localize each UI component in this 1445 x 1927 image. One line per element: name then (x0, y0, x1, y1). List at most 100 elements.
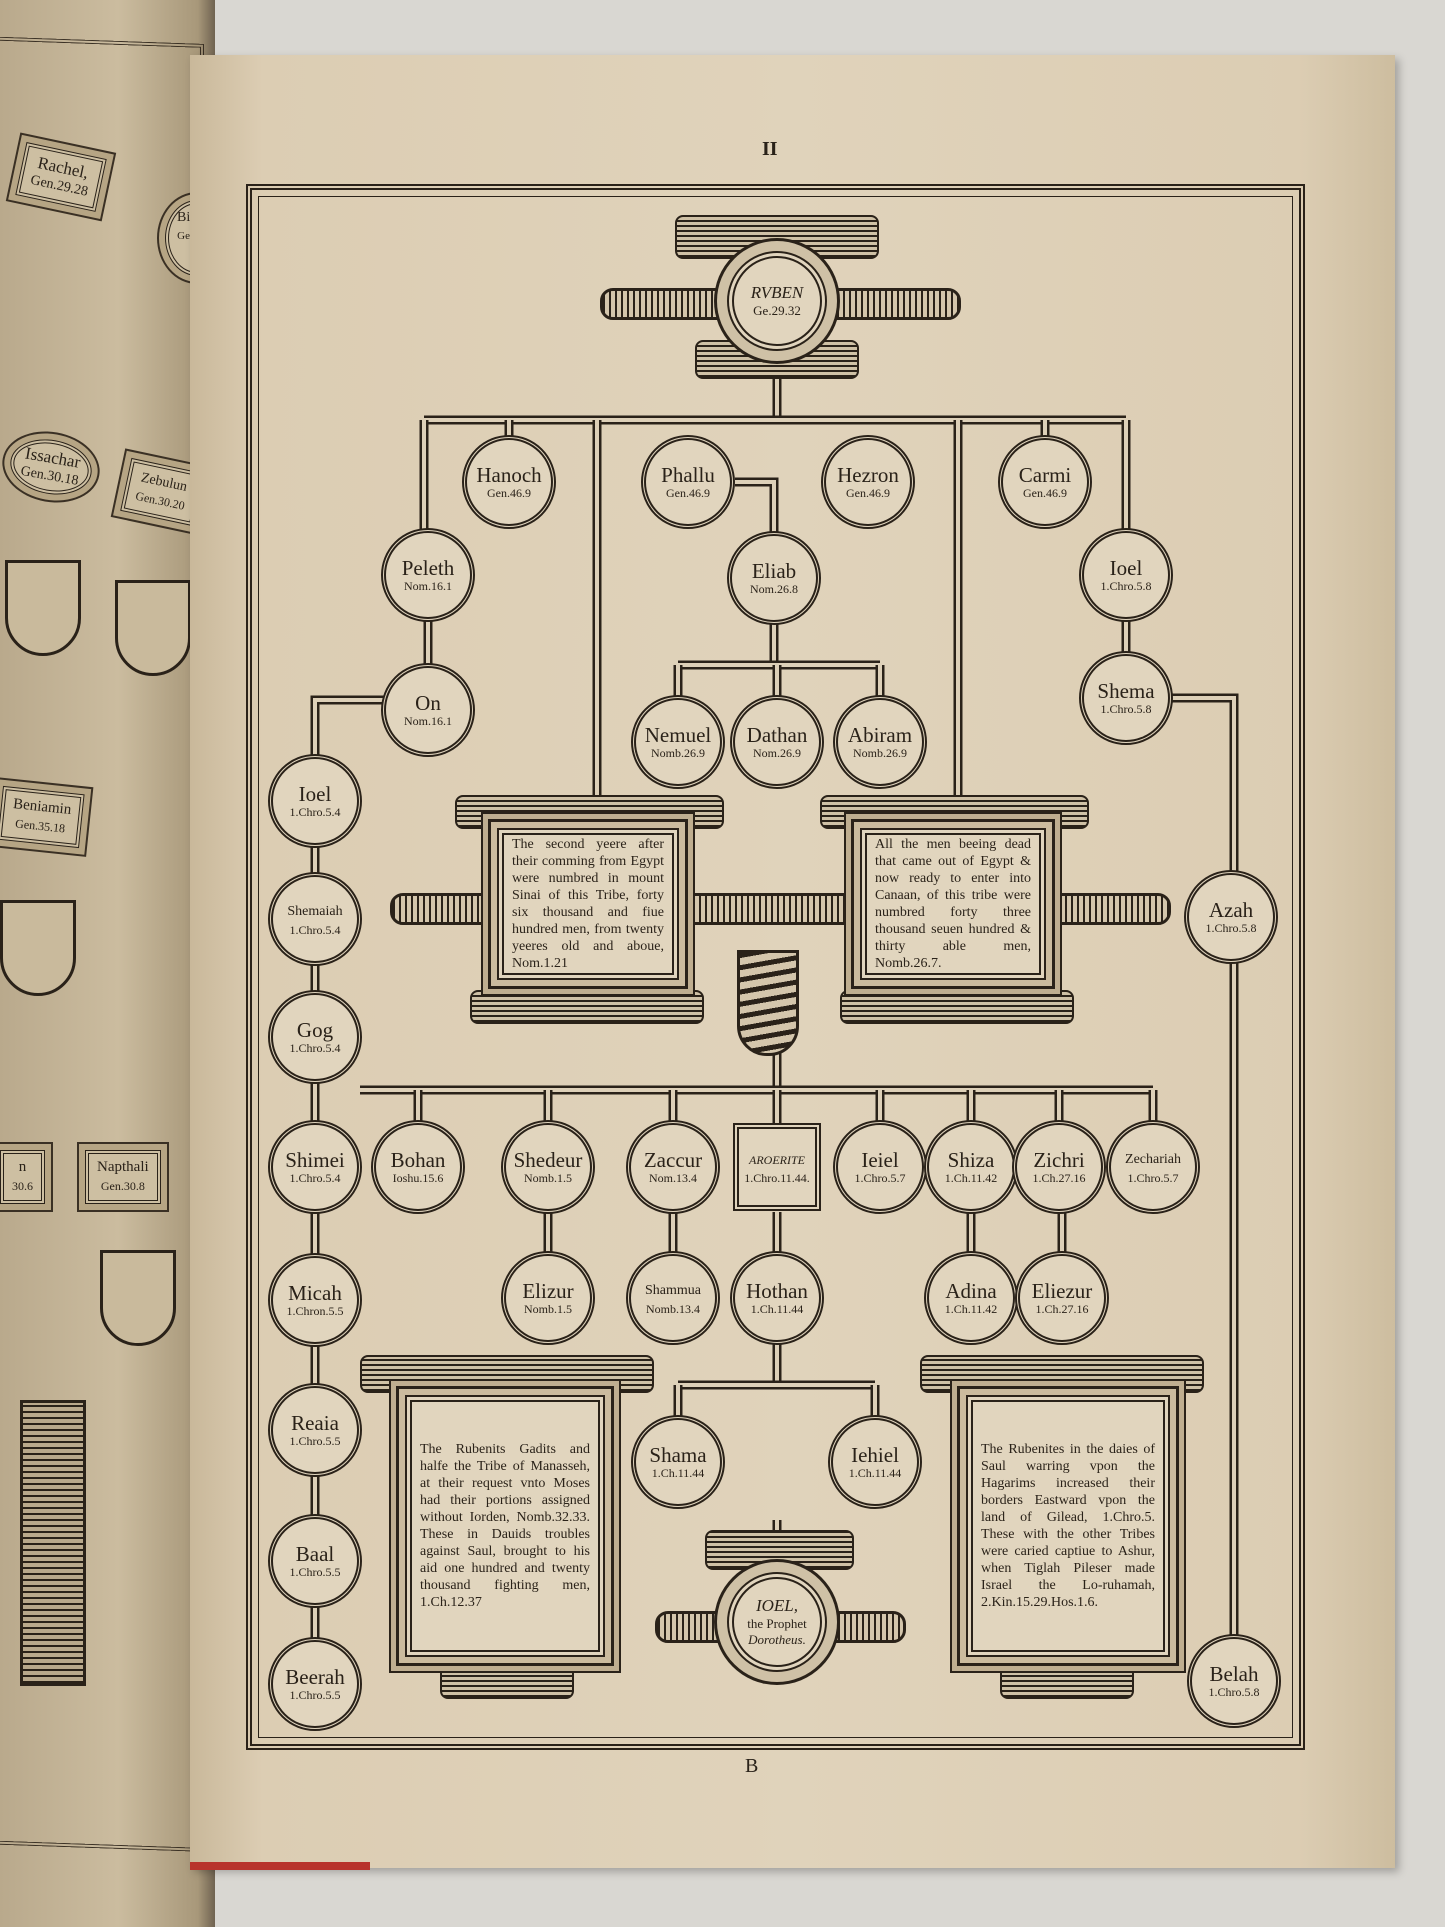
note-text: The second yeere after their comming fro… (512, 837, 664, 971)
frame-ornament-top (360, 1355, 654, 1393)
frame-ornament-bottom (470, 990, 704, 1024)
left-figure-engraving (20, 1400, 86, 1686)
person-name: Peleth (401, 556, 455, 580)
person-name: Abiram (847, 723, 913, 747)
scripture-reference: 1.Ch.11.44 (750, 1302, 804, 1316)
person-name: On (415, 691, 441, 715)
scripture-reference: 1.Chro.5.4 (289, 1171, 341, 1185)
frame-ornament-bottom (440, 1665, 574, 1699)
person-name: Reaia (291, 1411, 339, 1435)
scripture-reference: 1.Chro.5.4 (289, 805, 341, 819)
person-name: Shedeur (513, 1148, 583, 1172)
scripture-reference: 1.Ch.11.44 (848, 1466, 902, 1480)
connector-line-inner (1172, 696, 1236, 1640)
person-name: AROERITE (749, 1153, 805, 1167)
note-text: The Rubenites in the daies of Saul warri… (981, 1442, 1155, 1610)
scripture-reference: Ioshu.15.6 (392, 1171, 444, 1185)
note-text: The Rubenits Gadits and halfe the Tribe … (420, 1442, 590, 1610)
scripture-reference: 1.Chro.5.8 (1205, 921, 1257, 935)
person-name: Baal (295, 1542, 335, 1566)
person-name: Phallu (661, 463, 715, 487)
person-name: Carmi (1018, 463, 1072, 487)
person-name: Adina (945, 1279, 997, 1303)
diagram-border (246, 184, 1305, 1750)
prophet-name: IOEL, (755, 1596, 799, 1615)
scripture-reference: 1.Ch.27.16 (1035, 1302, 1089, 1316)
node-ref: Gen.30.8 (100, 1179, 145, 1193)
person-name: Eliezur (1031, 1279, 1093, 1303)
person-name: Zechariah (1125, 1152, 1181, 1167)
note-box-sinai-census: The second yeere after their comming fro… (497, 828, 679, 980)
person-node-zechariah: Zechariah 1.Chro.5.7 (1106, 1120, 1200, 1214)
scripture-reference: Nom.16.1 (404, 714, 452, 728)
person-name: Shimei (285, 1148, 345, 1172)
prophet-medallion-ornament (705, 1530, 854, 1570)
ruben-arms-shield-waves-icon (737, 950, 799, 1056)
person-name: Ieiel (861, 1148, 899, 1172)
scripture-reference: Gen.46.9 (487, 486, 531, 500)
scripture-reference: Gen.46.9 (666, 486, 710, 500)
person-name: Hezron (837, 463, 899, 487)
book-edge (190, 1862, 370, 1870)
person-name: Hanoch (476, 463, 542, 487)
scripture-reference: Nomb.26.9 (853, 746, 907, 760)
person-name: Dathan (746, 723, 808, 747)
frame-ornament-top (820, 795, 1089, 829)
signature-mark: B (745, 1755, 759, 1777)
diagram-border-inner (258, 196, 1293, 1738)
person-name: Elizur (522, 1279, 574, 1303)
scripture-reference: 1.Chro.5.7 (1127, 1171, 1179, 1185)
root-name: RVBEN (750, 283, 804, 302)
person-name: Shama (649, 1443, 707, 1467)
person-name: Micah (288, 1281, 342, 1305)
connector-line-inner (313, 698, 385, 1684)
person-name: Nemuel (644, 723, 712, 747)
scripture-reference: 1.Chro.5.7 (854, 1171, 906, 1185)
root-medallion-ruben: RVBEN Ge.29.32 (727, 251, 827, 351)
scripture-reference: 1.Chro.5.5 (289, 1688, 341, 1702)
person-name: Azah (1208, 898, 1254, 922)
person-name: Zichri (1033, 1148, 1085, 1172)
connector-line (735, 477, 779, 532)
person-name: Shema (1097, 679, 1155, 703)
person-name: Bohan (390, 1148, 446, 1172)
left-shield-ship-icon (115, 580, 191, 676)
note-box-canaan-census: All the men beeing dead that came out of… (860, 828, 1046, 980)
scripture-reference: 1.Chro.5.5 (289, 1565, 341, 1579)
scripture-reference: 1.Ch.11.42 (944, 1171, 998, 1185)
scripture-reference: Nom.16.1 (404, 579, 452, 593)
scripture-reference: Nom.13.4 (649, 1171, 697, 1185)
scripture-reference: Nomb.1.5 (524, 1171, 572, 1185)
person-name: Ioel (298, 782, 332, 806)
frame-ornament-top (455, 795, 724, 829)
left-shield-hind-icon (100, 1250, 176, 1346)
scripture-reference: Nomb.1.5 (524, 1302, 572, 1316)
left-shield-wolf-icon (0, 900, 76, 996)
person-name: Shammua (645, 1283, 701, 1298)
person-name: Zaccur (643, 1148, 703, 1172)
left-shield-ass-icon (5, 560, 81, 656)
scripture-reference: 1.Chro.5.4 (289, 923, 341, 937)
person-name: Eliab (751, 559, 797, 583)
folio-number: II (762, 138, 778, 160)
